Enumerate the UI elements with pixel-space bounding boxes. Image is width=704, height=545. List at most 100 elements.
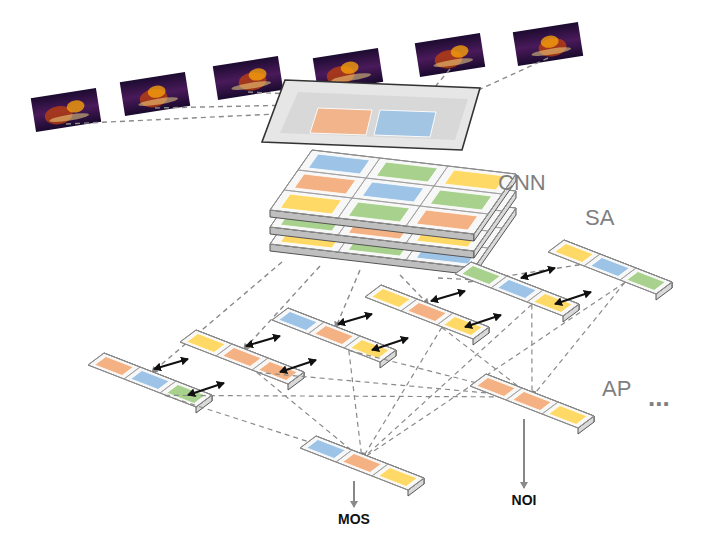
feature-cell (534, 294, 573, 313)
feature-cell (379, 468, 418, 487)
slab-top (88, 353, 212, 407)
spectrogram-bg (213, 56, 284, 100)
kernel-cell (374, 110, 436, 137)
cell-border (300, 436, 352, 462)
cell-border (584, 254, 636, 280)
spectrogram (213, 56, 284, 100)
spectrogram-energy (49, 111, 89, 123)
slab-top (272, 308, 396, 362)
attention-arrow (188, 383, 224, 395)
feature-slab (272, 308, 396, 368)
spectrogram-energy (433, 56, 473, 68)
cell-border (284, 170, 366, 198)
feature-cell (348, 202, 409, 222)
output-label: NOI (512, 493, 537, 507)
cell-border (160, 381, 212, 407)
attention-arrow (338, 314, 372, 324)
feature-cell (223, 348, 262, 367)
attention-arrow (431, 291, 465, 301)
feature-cell (95, 357, 134, 376)
cell-border (455, 262, 507, 288)
pool-arrow (362, 327, 442, 459)
feature-slab (270, 150, 516, 241)
pool-arrow (165, 395, 362, 459)
feature-cell (279, 312, 318, 331)
cell-border (270, 190, 352, 218)
layer-label: SA (585, 207, 614, 229)
cell-border (372, 464, 424, 490)
feature-cell (308, 154, 369, 174)
spectrogram-energy (540, 34, 560, 49)
attention-arrow (280, 360, 316, 372)
spectrogram-energy (340, 60, 360, 75)
feature-cell (167, 385, 206, 404)
cell-border (527, 290, 579, 316)
cell-border (298, 150, 380, 178)
spectrogram-energy (248, 67, 268, 82)
feature-cell (372, 289, 411, 308)
attention-arrow (246, 336, 280, 346)
slab-top (455, 262, 579, 316)
output-arrow (353, 481, 354, 507)
feature-cell (498, 280, 537, 299)
feature-cell (294, 174, 355, 194)
feature-cell (477, 378, 516, 397)
feature-slab (300, 436, 424, 496)
input-plane (262, 80, 480, 150)
cell-border (216, 344, 268, 370)
cell-border (620, 268, 672, 294)
pool-arrow (531, 304, 532, 397)
slab-top (300, 436, 424, 490)
sa-arrow (152, 262, 282, 373)
slab-top (365, 285, 489, 339)
cell-border (470, 374, 522, 400)
feature-slab (455, 262, 579, 322)
feature-slab (548, 240, 672, 300)
feature-cell (280, 194, 341, 214)
cell-border (542, 402, 594, 428)
layer-label: AP (602, 378, 631, 400)
cell-border (344, 336, 396, 362)
cell-border (548, 240, 600, 266)
spectrogram-energy (231, 79, 271, 91)
cell-border (365, 285, 417, 311)
cell-border (420, 186, 502, 214)
feature-cell (555, 244, 594, 263)
slab-top (548, 240, 672, 294)
feature-cell (627, 272, 666, 291)
feature-cell (591, 258, 630, 277)
cell-border (506, 388, 558, 414)
spectrogram (31, 88, 102, 132)
cell-border (366, 158, 448, 186)
feature-cell (315, 326, 354, 345)
attention-arrow (555, 292, 591, 304)
pool-arrow (349, 350, 362, 459)
slab-top (180, 330, 304, 384)
cell-border (352, 178, 434, 206)
output-label: MOS (338, 512, 370, 526)
cell-border (336, 450, 388, 476)
cell-border (437, 313, 489, 339)
cell-border (406, 206, 488, 234)
spectrogram-energy (138, 95, 178, 107)
feature-cell (462, 266, 501, 285)
spectrogram-bg (120, 72, 191, 116)
feature-cell (513, 392, 552, 411)
kernel-cell (310, 108, 372, 135)
cell-border (88, 353, 140, 379)
attention-arrow (372, 338, 408, 350)
pool-arrow (362, 282, 625, 459)
spectrogram (415, 33, 486, 77)
slab-top (270, 150, 516, 234)
layer-label: CNN (498, 172, 546, 194)
spectrogram-bg (513, 22, 584, 66)
feature-cell (187, 334, 226, 353)
feature-cell (131, 371, 170, 390)
feature-cell (259, 362, 298, 381)
spectrogram (120, 72, 191, 116)
spectrogram-energy (450, 44, 470, 59)
feature-cell (408, 303, 447, 322)
cell-border (272, 308, 324, 334)
